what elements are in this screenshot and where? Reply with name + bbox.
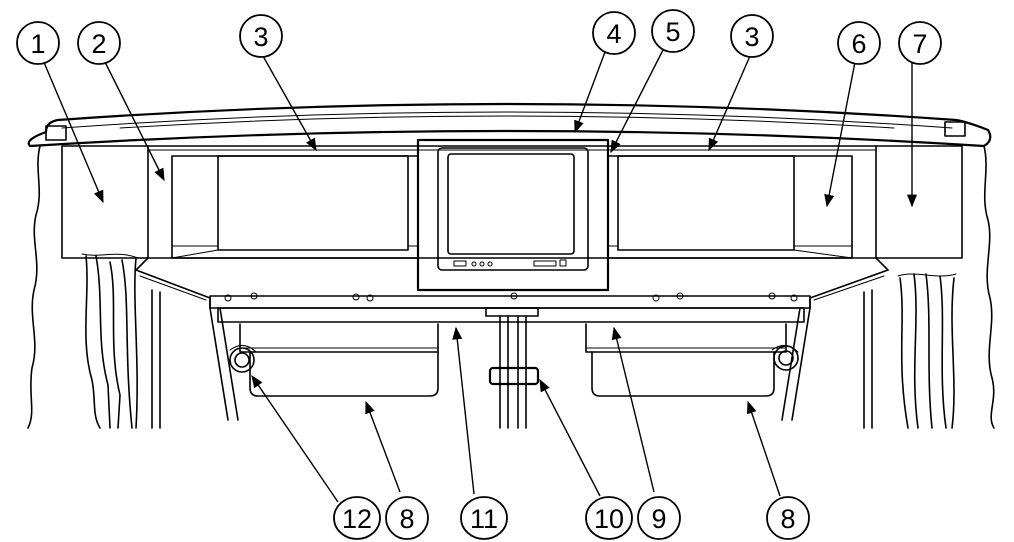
svg-text:12: 12 — [342, 504, 372, 534]
header-box — [61, 145, 963, 259]
callout-11: 11 — [460, 496, 508, 540]
callout-2: 2 — [77, 21, 121, 65]
svg-text:1: 1 — [30, 29, 45, 59]
svg-text:5: 5 — [665, 17, 680, 47]
svg-text:7: 7 — [912, 29, 927, 59]
left-display-window — [171, 155, 419, 259]
svg-text:8: 8 — [780, 504, 795, 534]
callout-8a: 8 — [385, 496, 429, 540]
cabinet-body — [135, 257, 889, 429]
callout-4: 4 — [592, 11, 636, 55]
leader-8b — [746, 400, 781, 497]
callout-6: 6 — [837, 21, 881, 65]
svg-text:3: 3 — [744, 22, 759, 52]
leader-6 — [824, 61, 856, 208]
leader-8a — [365, 400, 401, 493]
svg-text:3: 3 — [253, 22, 268, 52]
svg-text:4: 4 — [606, 19, 621, 49]
right-display-window — [607, 155, 853, 259]
leader-3b — [708, 55, 751, 152]
callout-10: 10 — [585, 496, 633, 540]
callout-3a: 3 — [239, 14, 283, 58]
leader-10 — [539, 378, 601, 497]
svg-text:11: 11 — [470, 504, 498, 534]
svg-text:9: 9 — [651, 504, 666, 534]
svg-text:2: 2 — [91, 29, 106, 59]
center-post — [485, 307, 540, 429]
leader-3a — [262, 55, 317, 152]
leader-5 — [610, 49, 664, 154]
svg-text:8: 8 — [399, 504, 414, 534]
callout-7: 7 — [898, 21, 942, 65]
monitor — [416, 138, 610, 292]
svg-text:10: 10 — [594, 504, 624, 534]
callout-8b: 8 — [766, 496, 810, 540]
leader-4 — [574, 51, 606, 134]
callout-5: 5 — [651, 9, 695, 53]
leader-1 — [42, 59, 104, 204]
callout-3b: 3 — [730, 14, 774, 58]
marquee-top-cap — [27, 102, 992, 148]
right-tray — [585, 323, 799, 397]
left-tray — [229, 323, 439, 397]
leader-11 — [452, 326, 475, 495]
leader-2 — [103, 59, 165, 182]
leader-lines — [42, 49, 918, 503]
leader-9 — [611, 326, 655, 493]
callout-9: 9 — [637, 496, 681, 540]
left-curtain — [27, 145, 139, 429]
right-curtain — [897, 145, 995, 429]
callout-12: 12 — [333, 496, 381, 540]
svg-text:6: 6 — [851, 29, 866, 59]
callout-1: 1 — [16, 21, 60, 65]
leader-12 — [251, 374, 339, 503]
